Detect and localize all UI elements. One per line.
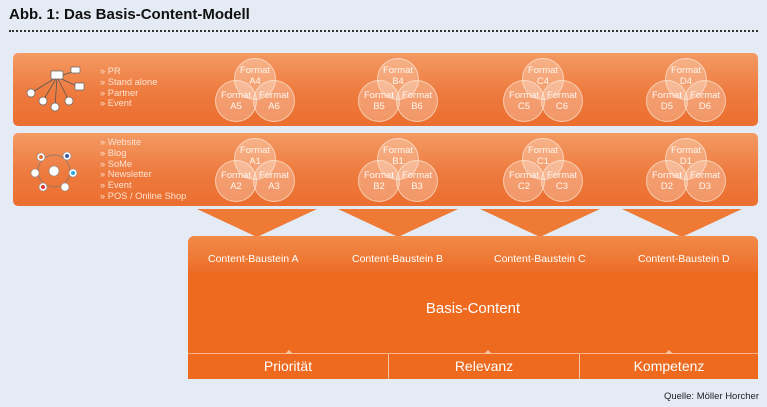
channel-item: » Partner bbox=[100, 87, 139, 98]
network-icon bbox=[26, 66, 85, 112]
source-note: Quelle: Möller Horcher bbox=[663, 391, 759, 402]
pillar-notch bbox=[484, 350, 492, 354]
channel-band-online: » Website » Blog » SoMe » Newsletter » E… bbox=[13, 133, 758, 206]
funnel-b bbox=[338, 209, 458, 237]
channel-item: » POS / Online Shop bbox=[100, 190, 187, 201]
pillar-bar: Priorität Relevanz Kompetenz bbox=[188, 350, 758, 379]
figure-title: Abb. 1: Das Basis-Content-Modell bbox=[9, 6, 250, 23]
channel-item: » Website bbox=[100, 137, 142, 147]
social-media-icon bbox=[30, 151, 78, 192]
pillar-separator bbox=[579, 354, 580, 379]
channel-item: » Event bbox=[100, 98, 132, 109]
content-baustein-c: Content-Baustein C bbox=[494, 253, 586, 265]
channel-item: » PR bbox=[100, 66, 121, 76]
funnel-d bbox=[622, 209, 742, 237]
funnel-a bbox=[197, 209, 317, 237]
funnel-c bbox=[480, 209, 600, 237]
content-baustein-a: Content-Baustein A bbox=[208, 253, 299, 265]
basis-content-label: Basis-Content bbox=[425, 300, 521, 317]
pillar-prioritaet: Priorität bbox=[263, 358, 313, 374]
channel-item: » Stand alone bbox=[100, 76, 158, 87]
offline-channel-list: » PR » Stand alone » Partner » Event bbox=[100, 66, 157, 109]
content-baustein-b: Content-Baustein B bbox=[352, 253, 444, 265]
content-baustein-d: Content-Baustein D bbox=[638, 253, 730, 265]
pillar-relevanz: Relevanz bbox=[454, 358, 514, 374]
content-baustein-bar: Content-Baustein A Content-Baustein B Co… bbox=[188, 236, 758, 273]
online-channel-list: » Website » Blog » SoMe » Newsletter » E… bbox=[100, 137, 186, 202]
channel-item: » Newsletter bbox=[100, 169, 152, 180]
channel-band-offline: » PR » Stand alone » Partner » Event For… bbox=[13, 53, 758, 126]
basis-content-block: Basis-Content bbox=[188, 273, 758, 353]
channel-item: » Blog bbox=[100, 147, 127, 158]
pillar-kompetenz: Kompetenz bbox=[633, 358, 705, 374]
channel-item: » SoMe bbox=[100, 158, 133, 169]
pillar-notch bbox=[285, 350, 293, 354]
pillar-separator bbox=[388, 354, 389, 379]
dotted-divider bbox=[9, 30, 758, 32]
pillar-notch bbox=[665, 350, 673, 354]
channel-item: » Event bbox=[100, 180, 132, 191]
